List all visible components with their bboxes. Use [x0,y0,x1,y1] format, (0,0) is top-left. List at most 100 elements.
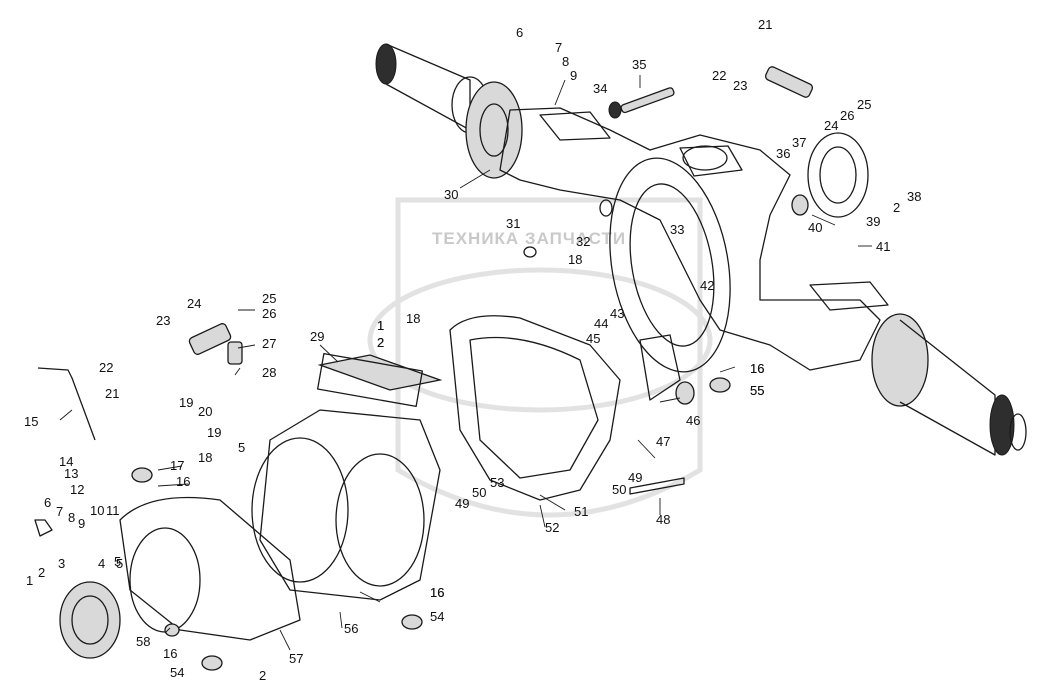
callout-36: 36 [776,146,790,161]
callout-24: 24 [187,296,201,311]
callout-16: 16 [430,585,444,600]
callout-29: 29 [310,329,324,344]
callout-52: 52 [545,520,559,535]
callout-57: 57 [289,651,303,666]
callout-22: 22 [99,360,113,375]
callout-25: 25 [857,97,871,112]
callout-5: 5 [116,556,123,571]
callout-28: 28 [262,365,276,380]
gear-housing [251,354,443,601]
callout-26: 26 [840,108,854,123]
axle-spindle-left [375,43,523,179]
callout-46: 46 [686,413,700,428]
callout-32: 32 [576,234,590,249]
callout-8: 8 [68,510,75,525]
callout-9: 9 [570,68,577,83]
callout-43: 43 [610,306,624,321]
watermark: ТЕХНИКА ЗАПЧАСТИ [367,197,713,518]
callout-22: 22 [712,68,726,83]
callout-56: 56 [344,621,358,636]
callout-49: 49 [455,496,469,511]
callout-26: 26 [262,306,276,321]
callout-19: 19 [179,395,193,410]
callout-30: 30 [444,187,458,202]
callout-27: 27 [262,336,276,351]
callout-20: 20 [198,404,212,419]
callout-9: 9 [78,516,85,531]
callout-47: 47 [656,434,670,449]
callout-58: 58 [136,634,150,649]
callout-31: 31 [506,216,520,231]
callout-55: 55 [750,383,764,398]
callout-6: 6 [516,25,523,40]
leader-lines [59,75,872,651]
callout-41: 41 [876,239,890,254]
callout-53: 53 [490,475,504,490]
callout-54: 54 [430,609,444,624]
callout-21: 21 [105,386,119,401]
callout-54: 54 [170,665,184,680]
housing-flange-ring [609,157,731,373]
front-cover [59,496,301,659]
callout-39: 39 [866,214,880,229]
callout-35: 35 [632,57,646,72]
callout-48: 48 [656,512,670,527]
callout-19: 19 [207,425,221,440]
callout-2: 2 [893,200,900,215]
callout-1: 1 [377,318,384,333]
callout-11: 11 [106,503,120,518]
callout-25: 25 [262,291,276,306]
callout-23: 23 [156,313,170,328]
watermark-text: ТЕХНИКА ЗАПЧАСТИ [432,229,626,248]
callout-18: 18 [198,450,212,465]
callout-37: 37 [792,135,806,150]
callout-labels: 1 2 3 4 5 5 5 6 7 8 9 10 11 12 13 14 15 … [24,17,921,683]
axle-spindle-right [871,313,1027,456]
callout-1: 1 [26,573,33,588]
callout-33: 33 [670,222,684,237]
callout-51: 51 [574,504,588,519]
callout-16: 16 [430,585,444,600]
callout-5: 5 [238,440,245,455]
callout-2: 2 [377,335,384,350]
differential-carrier [449,315,621,501]
callout-15: 15 [24,414,38,429]
callout-5: 5 [114,554,121,569]
callout-16: 16 [163,646,177,661]
callout-44: 44 [594,316,608,331]
callout-14: 14 [59,454,73,469]
callout-16: 16 [750,361,764,376]
callout-18: 18 [406,311,420,326]
callout-1: 1 [377,318,384,333]
small-parts [34,66,869,671]
callout-38: 38 [907,189,921,204]
callout-2: 2 [38,565,45,580]
callout-12: 12 [70,482,84,497]
callout-13: 13 [64,466,78,481]
callout-42: 42 [700,278,714,293]
axle-housing-beam [499,107,889,371]
callout-24: 24 [824,118,838,133]
callout-40: 40 [808,220,822,235]
callout-18: 18 [568,252,582,267]
callout-45: 45 [586,331,600,346]
callout-3: 3 [58,556,65,571]
callout-2: 2 [377,335,384,350]
callout-7: 7 [56,504,63,519]
callout-21: 21 [758,17,772,32]
callout-10: 10 [90,503,104,518]
callout-17: 17 [170,458,184,473]
callout-55: 55 [750,383,764,398]
callout-8: 8 [562,54,569,69]
callout-50: 50 [472,485,486,500]
callout-16: 16 [750,361,764,376]
callout-7: 7 [555,40,562,55]
callout-23: 23 [733,78,747,93]
callout-2: 2 [259,668,266,683]
callout-49: 49 [628,470,642,485]
callout-6: 6 [44,495,51,510]
callout-50: 50 [612,482,626,497]
callout-4: 4 [98,556,105,571]
